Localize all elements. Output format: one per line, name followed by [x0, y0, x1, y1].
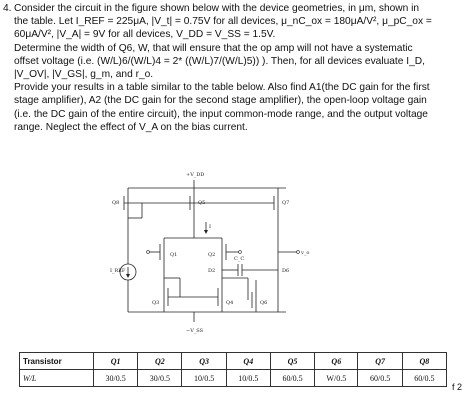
problem-line-5: offset voltage (i.e. (W/L)6/(W/L)4 = 2* … — [14, 55, 425, 67]
problem-line-4: Determine the width of Q6, W, that will … — [14, 42, 413, 54]
problem-line-3: 60μA/V², |V_A| = 9V for all devices, V_D… — [14, 29, 276, 41]
current-label: I — [209, 224, 211, 230]
problem-line-8: stage amplifier), A2 (the DC gain for th… — [14, 95, 427, 107]
table-header: Q4 — [225, 352, 271, 370]
cc-label: C_C — [234, 256, 244, 262]
problem-line-2: the table. Let I_REF = 225μA, |V_t| = 0.… — [14, 16, 432, 28]
table-header: Q2 — [137, 352, 183, 370]
problem-line-9: (i.e. the DC gain of the entire circuit)… — [14, 108, 428, 120]
problem-line-6: |V_OV|, |V_GS|, g_m, and r_o. — [14, 69, 154, 81]
table-header: Q1 — [92, 352, 139, 370]
d6-label: D6 — [282, 268, 289, 274]
table-header: Q3 — [181, 352, 227, 370]
problem-line-10: range. Neglect the effect of V_A on the … — [14, 121, 248, 133]
q8-label: Q8 — [112, 200, 119, 206]
table-header: Transistor — [19, 352, 94, 370]
problem-line-7: Provide your results in a table similar … — [14, 82, 430, 94]
d2-label: D2 — [208, 268, 215, 274]
q2-label: Q2 — [208, 252, 215, 258]
vout-label: v_o — [300, 250, 309, 256]
q3-label: Q3 — [152, 300, 159, 306]
table-cell: 10/0.5 — [181, 369, 227, 387]
table-cell: 60/0.5 — [357, 369, 403, 387]
vdd-label: +V_DD — [186, 172, 204, 178]
table-header: Q8 — [401, 352, 448, 370]
table-header: Q5 — [269, 352, 316, 370]
device-geometry-table: Transistor Q1 Q2 Q3 Q4 Q5 Q6 Q7 Q8 W/L 3… — [19, 352, 448, 387]
table-cell: 60/0.5 — [269, 369, 316, 387]
table-cell: 30/0.5 — [92, 369, 139, 387]
table-cell: W/0.5 — [314, 369, 359, 387]
iref-label: I_REF — [110, 268, 126, 274]
table-row: W/L 30/0.5 30/0.5 10/0.5 10/0.5 60/0.5 W… — [19, 369, 448, 387]
table-cell: 30/0.5 — [137, 369, 183, 387]
problem-number: 4. — [3, 3, 12, 14]
q4-label: Q4 — [226, 300, 233, 306]
problem-line-1: Consider the circuit in the figure shown… — [14, 3, 420, 14]
circuit-diagram: +V_DD −V_SS I_REF I C_C v_o Q8 Q5 Q7 Q1 … — [110, 172, 309, 334]
table-cell: 10/0.5 — [225, 369, 271, 387]
table-cell: 60/0.5 — [401, 369, 448, 387]
q6-label: Q6 — [260, 300, 267, 306]
q1-label: Q1 — [170, 252, 177, 258]
table-header: Q6 — [314, 352, 359, 370]
q7-label: Q7 — [282, 200, 289, 206]
problem-statement: 4. Consider the circuit in the figure sh… — [3, 2, 470, 134]
vss-label: −V_SS — [186, 328, 204, 334]
page-tag: f 2 — [452, 382, 463, 392]
table-header: Q7 — [357, 352, 403, 370]
table-row-label: W/L — [19, 369, 94, 387]
q5-label: Q5 — [198, 200, 205, 206]
table-header-row: Transistor Q1 Q2 Q3 Q4 Q5 Q6 Q7 Q8 — [19, 352, 448, 370]
